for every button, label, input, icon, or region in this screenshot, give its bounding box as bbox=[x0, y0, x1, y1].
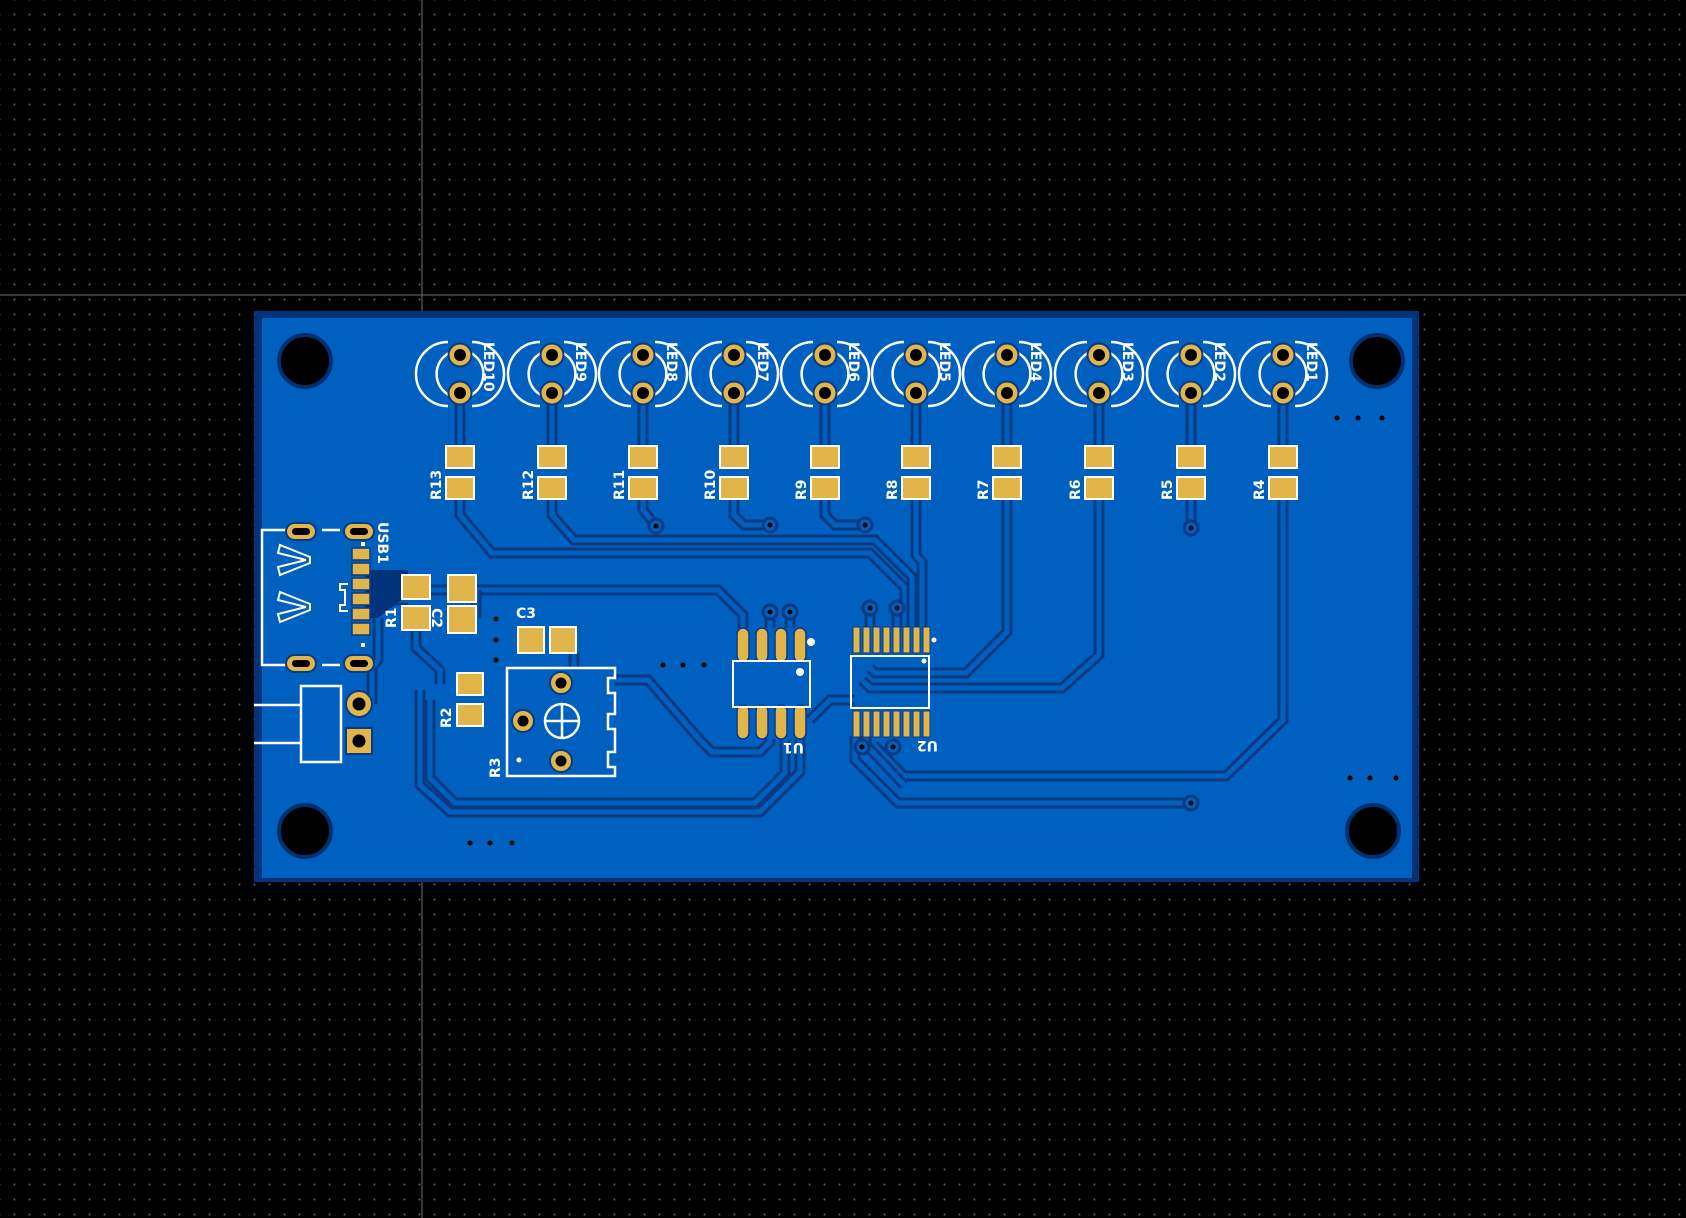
resistor-r5[interactable]: R5 bbox=[1160, 445, 1206, 500]
led-led10[interactable]: LED10 bbox=[414, 340, 506, 408]
led-led8[interactable]: LED8 bbox=[597, 340, 689, 408]
usb-label: USB1 bbox=[374, 522, 390, 564]
resistor-r10[interactable]: R10 bbox=[703, 445, 749, 500]
resistor-r12[interactable]: R12 bbox=[521, 445, 567, 500]
usb-key-mark bbox=[339, 583, 348, 612]
resistor-r11[interactable]: R11 bbox=[612, 445, 658, 500]
led-led6[interactable]: LED6 bbox=[779, 340, 871, 408]
led-label: LED7 bbox=[754, 342, 770, 382]
resistor-r13[interactable]: R13 bbox=[429, 445, 475, 500]
resistor-label: R10 bbox=[703, 469, 719, 500]
resistor-r1[interactable]: R1 bbox=[384, 574, 431, 631]
usb-connector[interactable]: USB1 bbox=[260, 522, 408, 673]
resistor-label: R13 bbox=[429, 470, 445, 500]
mounting-hole-tr bbox=[1349, 333, 1405, 389]
capacitor-c2[interactable]: C2 bbox=[428, 574, 477, 634]
led-led2[interactable]: LED2 bbox=[1145, 340, 1237, 408]
resistor-label: R8 bbox=[885, 479, 901, 500]
resistor-r7[interactable]: R7 bbox=[976, 445, 1022, 500]
led-label: LED6 bbox=[845, 342, 861, 382]
mounting-hole-bl bbox=[277, 803, 333, 859]
led-led7[interactable]: LED7 bbox=[688, 340, 780, 408]
led-label: LED8 bbox=[663, 342, 679, 382]
usb-signal-pads bbox=[351, 547, 371, 636]
led-label: LED2 bbox=[1211, 342, 1227, 382]
c2-label: C2 bbox=[428, 608, 444, 628]
resistor-label: R6 bbox=[1068, 479, 1084, 500]
capacitor-c3[interactable]: C3 bbox=[516, 606, 577, 654]
led-label: LED5 bbox=[936, 342, 952, 382]
resistor-label: R11 bbox=[612, 470, 628, 500]
led-led4[interactable]: LED4 bbox=[961, 340, 1053, 408]
led-label: LED3 bbox=[1119, 342, 1135, 382]
led-led5[interactable]: LED5 bbox=[870, 340, 962, 408]
led-label: LED10 bbox=[480, 342, 496, 392]
c3-label: C3 bbox=[516, 606, 536, 622]
resistor-r9[interactable]: R9 bbox=[794, 445, 840, 500]
resistor-r6[interactable]: R6 bbox=[1068, 445, 1114, 500]
stitching-vias bbox=[467, 415, 1399, 846]
led-row: LED10 LED9 LED8 LED7 LED6 LED5 LED4 LED3 LED2 LED… bbox=[414, 340, 1329, 408]
resistor-label: R12 bbox=[521, 470, 537, 500]
usb-shield-pads bbox=[285, 522, 375, 673]
led-label: LED4 bbox=[1027, 342, 1043, 382]
led-label: LED1 bbox=[1303, 342, 1319, 382]
ic-u1[interactable]: U1 bbox=[732, 627, 815, 755]
power-connector[interactable] bbox=[254, 684, 373, 764]
resistor-r8[interactable]: R8 bbox=[885, 445, 931, 500]
usb-chevrons bbox=[276, 543, 311, 624]
mounting-hole-tl bbox=[277, 333, 333, 389]
resistor-r4[interactable]: R4 bbox=[1252, 445, 1298, 500]
resistor-row: R13 R12 R11 R10 R9 R8 R7 R6 R5 R4 bbox=[429, 445, 1298, 500]
r1-label: R1 bbox=[384, 607, 400, 628]
led-led3[interactable]: LED3 bbox=[1053, 340, 1145, 408]
resistor-label: R9 bbox=[794, 479, 810, 500]
led-label: LED9 bbox=[572, 342, 588, 382]
u2-label: U2 bbox=[917, 737, 938, 753]
u1-label: U1 bbox=[783, 739, 804, 755]
led-led9[interactable]: LED9 bbox=[506, 340, 598, 408]
r3-label: R3 bbox=[488, 757, 504, 778]
potentiometer-r3[interactable]: R3 bbox=[488, 666, 617, 778]
resistor-label: R5 bbox=[1160, 479, 1176, 500]
r2-label: R2 bbox=[439, 707, 455, 728]
resistor-r2[interactable]: R2 bbox=[439, 672, 484, 728]
led-led1[interactable]: LED1 bbox=[1237, 340, 1329, 408]
mounting-hole-br bbox=[1345, 803, 1401, 859]
ic-u2[interactable]: U2 bbox=[850, 626, 938, 753]
resistor-label: R4 bbox=[1252, 479, 1268, 500]
resistor-label: R7 bbox=[976, 479, 992, 500]
mounting-holes bbox=[277, 333, 1405, 859]
